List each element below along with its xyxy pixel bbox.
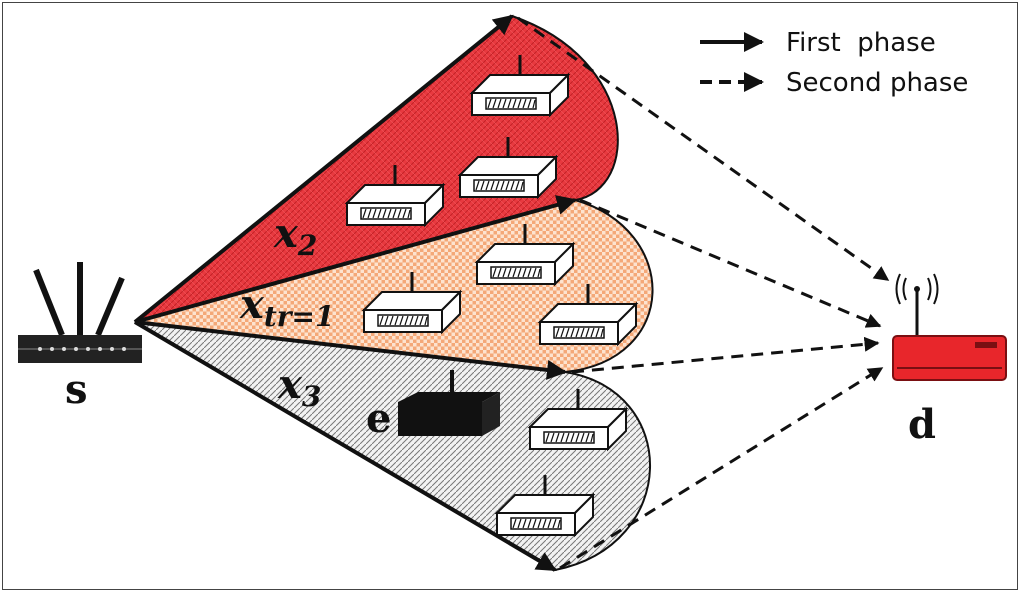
figure-border — [2, 2, 1018, 590]
source-router — [18, 262, 142, 363]
sector-label-x2: x2 — [273, 210, 317, 262]
legend-second-phase-label: Second phase — [786, 68, 968, 98]
source-label: s — [65, 366, 88, 413]
eavesdropper-label: e — [366, 395, 391, 442]
first-phase-arrow-top — [133, 14, 514, 324]
legend: First phase Second phase — [700, 28, 968, 98]
sector-label-xtr: xtr=1 — [239, 281, 335, 333]
first-phase-arrow-bottom — [133, 320, 557, 572]
sector-label-x3: x3 — [277, 361, 321, 413]
second-phase-arrow-4 — [559, 366, 884, 570]
first-phase-arrow-mid-upper — [134, 195, 577, 324]
second-phase-arrow-2 — [579, 198, 882, 328]
eavesdropper-device — [398, 370, 500, 436]
destination-device — [892, 273, 1007, 381]
first-phase-arrow-mid-lower — [134, 320, 567, 380]
destination-label: d — [908, 401, 936, 448]
legend-first-phase-label: First phase — [786, 28, 936, 58]
second-phase-arrow-1 — [517, 16, 890, 282]
second-phase-arrow-3 — [571, 336, 880, 374]
